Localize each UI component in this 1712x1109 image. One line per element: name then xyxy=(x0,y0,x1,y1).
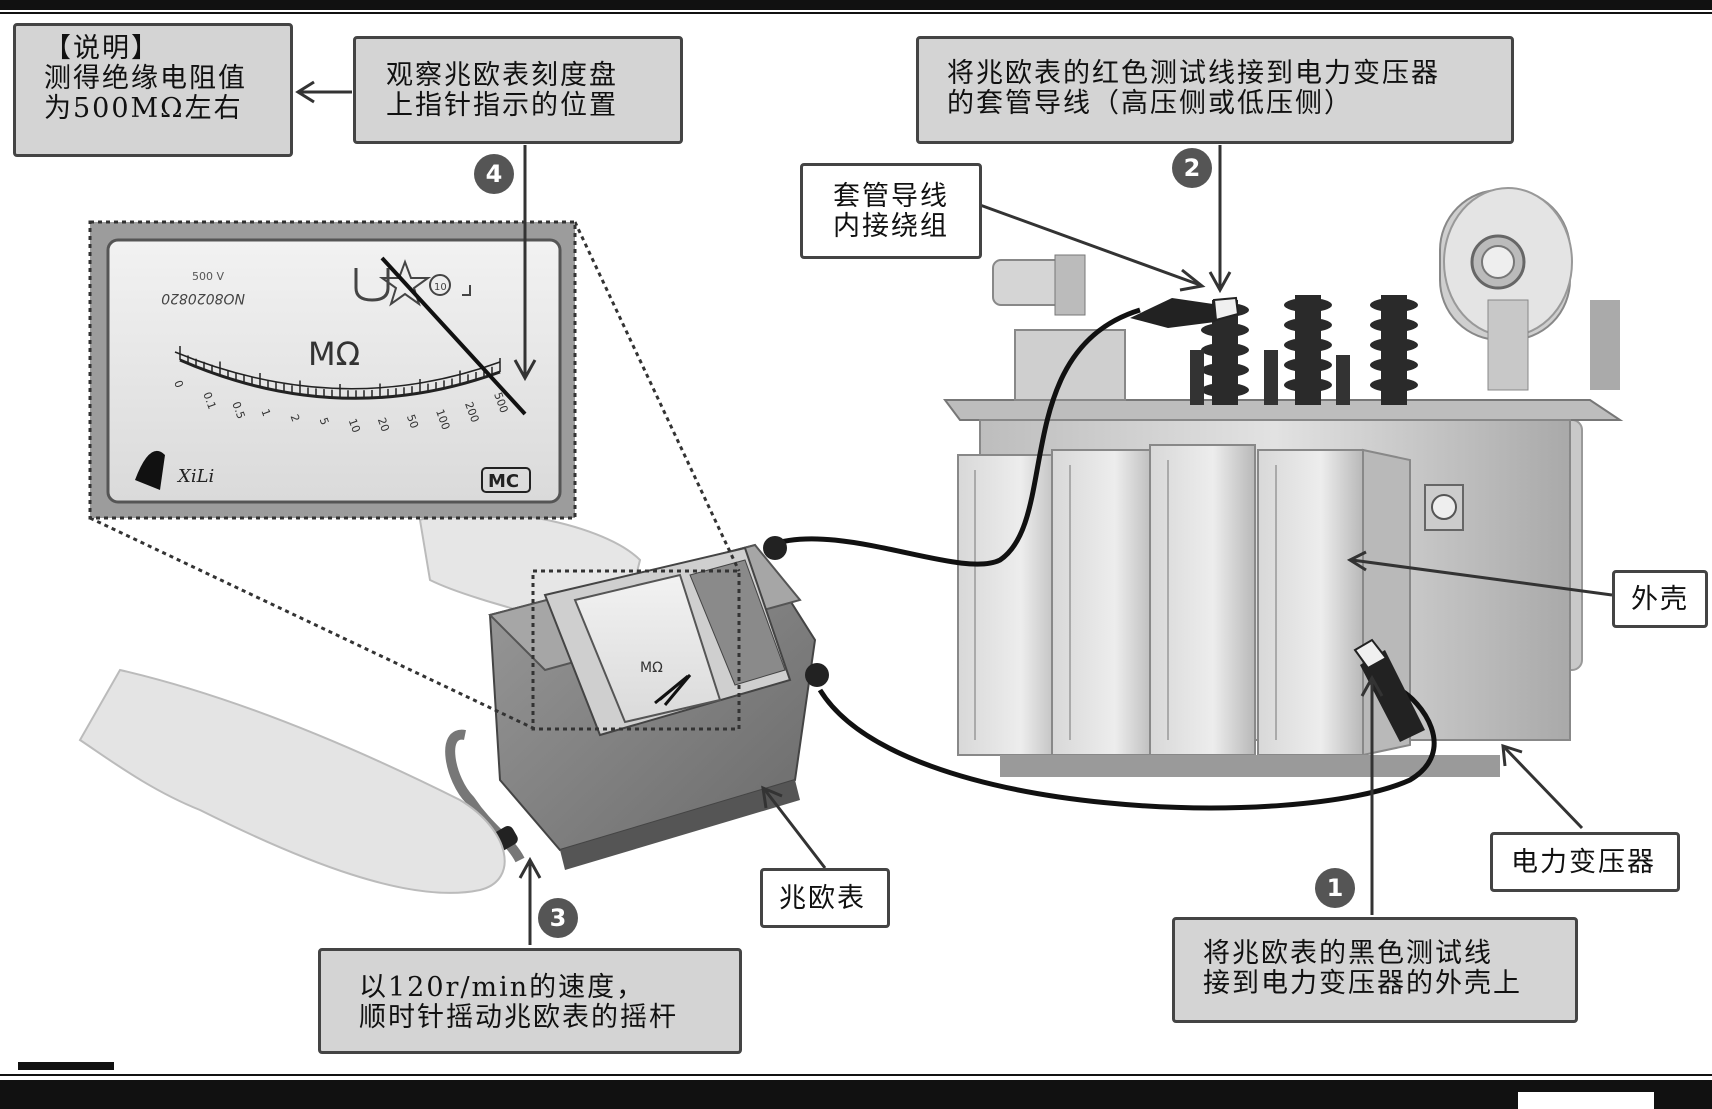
megohmmeter-label-box: 兆欧表 xyxy=(760,868,890,928)
transformer-label: 电力变压器 xyxy=(1511,847,1656,878)
svg-text:10: 10 xyxy=(434,282,447,293)
step3-box: 以120r/min的速度， 顺时针摇动兆欧表的摇杆 xyxy=(318,948,742,1054)
dial-mark: MC xyxy=(488,471,519,492)
dial-scale-label: 0.5 xyxy=(229,400,247,421)
dial-unit: MΩ xyxy=(308,335,360,373)
dial-scale-label: 10 xyxy=(346,417,363,435)
class-mark-icon xyxy=(429,274,451,296)
bushing-label-line2: 内接绕组 xyxy=(833,211,949,242)
zoom-guide-top xyxy=(573,221,741,572)
dial-serial: NO8020820 xyxy=(161,290,245,306)
dial-scale-ticks xyxy=(179,346,501,399)
bushing-label-box: 套管导线 内接绕组 xyxy=(800,163,982,259)
red-test-lead xyxy=(769,307,1141,567)
small-dial-needle xyxy=(663,674,692,706)
dial-scale-label: 50 xyxy=(404,413,421,431)
small-dial-window xyxy=(573,573,722,724)
step1-box: 将兆欧表的黑色测试线 接到电力变压器的外壳上 xyxy=(1172,917,1578,1023)
casing-label-box: 外壳 xyxy=(1612,570,1708,628)
line-terminal xyxy=(763,536,787,560)
magnet-icon xyxy=(354,268,390,302)
dial-brand: XiLi xyxy=(176,466,214,487)
bushing-middle xyxy=(1284,295,1332,405)
megohmmeter: MΩ xyxy=(78,511,829,894)
dial-scale-label: 2 xyxy=(288,413,303,424)
dial-scale-label: 20 xyxy=(375,416,392,434)
pointer-arrows xyxy=(295,80,1613,945)
step1-line2: 接到电力变压器的外壳上 xyxy=(1203,968,1522,999)
dial-scale-label: 0 xyxy=(171,379,186,390)
casing-label: 外壳 xyxy=(1631,584,1689,615)
step1-badge: 1 xyxy=(1315,868,1355,908)
transformer xyxy=(943,187,1624,777)
step3-line2: 顺时针摇动兆欧表的摇杆 xyxy=(359,1002,678,1033)
star-icon xyxy=(378,259,432,307)
bottom-stub xyxy=(18,1062,114,1070)
dial-scale-label: 0.1 xyxy=(200,390,218,411)
dial-needle xyxy=(380,256,527,416)
zoom-guide-bottom xyxy=(89,516,536,731)
earth-terminal xyxy=(805,663,829,687)
megohmmeter-label: 兆欧表 xyxy=(779,883,866,914)
step4-line2: 上指针指示的位置 xyxy=(386,90,618,121)
step3-line1: 以120r/min的速度， xyxy=(359,972,646,1003)
small-dial-unit: MΩ xyxy=(640,660,663,676)
note-line1: 测得绝缘电阻值 xyxy=(44,63,247,94)
top-border xyxy=(0,0,1712,10)
black-test-lead xyxy=(817,687,1437,811)
dial-voltage: 500 V xyxy=(192,270,224,283)
step3-badge: 3 xyxy=(538,898,578,938)
bottom-tab xyxy=(1518,1092,1654,1109)
casing-clip xyxy=(1360,650,1425,742)
note-line2: 为500MΩ左右 xyxy=(44,93,243,124)
step4-badge: 4 xyxy=(474,154,514,194)
brand-logo-icon xyxy=(135,450,165,490)
bushing-label-line1: 套管导线 xyxy=(833,181,949,212)
step2-badge: 2 xyxy=(1172,148,1212,188)
dial-scale-label: 1 xyxy=(258,407,273,418)
dial-scale-label: 5 xyxy=(317,416,332,427)
bushing-clip xyxy=(1130,298,1220,328)
step2-line1: 将兆欧表的红色测试线接到电力变压器 xyxy=(947,58,1440,89)
top-border-line xyxy=(0,12,1712,14)
step1-line1: 将兆欧表的黑色测试线 xyxy=(1203,938,1493,969)
step4-box: 观察兆欧表刻度盘 上指针指示的位置 xyxy=(353,36,683,144)
radiator-fins xyxy=(957,444,1411,757)
note-box: 【说明】 测得绝缘电阻值 为500MΩ左右 xyxy=(13,23,293,157)
mc-mark xyxy=(481,467,531,493)
note-title: 【说明】 xyxy=(44,33,160,64)
step4-line1: 观察兆欧表刻度盘 xyxy=(386,60,618,91)
bottom-border-line xyxy=(0,1074,1712,1076)
step2-box: 将兆欧表的红色测试线接到电力变压器 的套管导线（高压侧或低压侧） xyxy=(916,36,1514,144)
dial-highlight xyxy=(531,569,741,731)
bushing-right xyxy=(1370,295,1418,405)
bottom-border xyxy=(0,1080,1712,1109)
step2-line2: 的套管导线（高压侧或低压侧） xyxy=(947,88,1353,119)
transformer-label-box: 电力变压器 xyxy=(1490,832,1680,892)
